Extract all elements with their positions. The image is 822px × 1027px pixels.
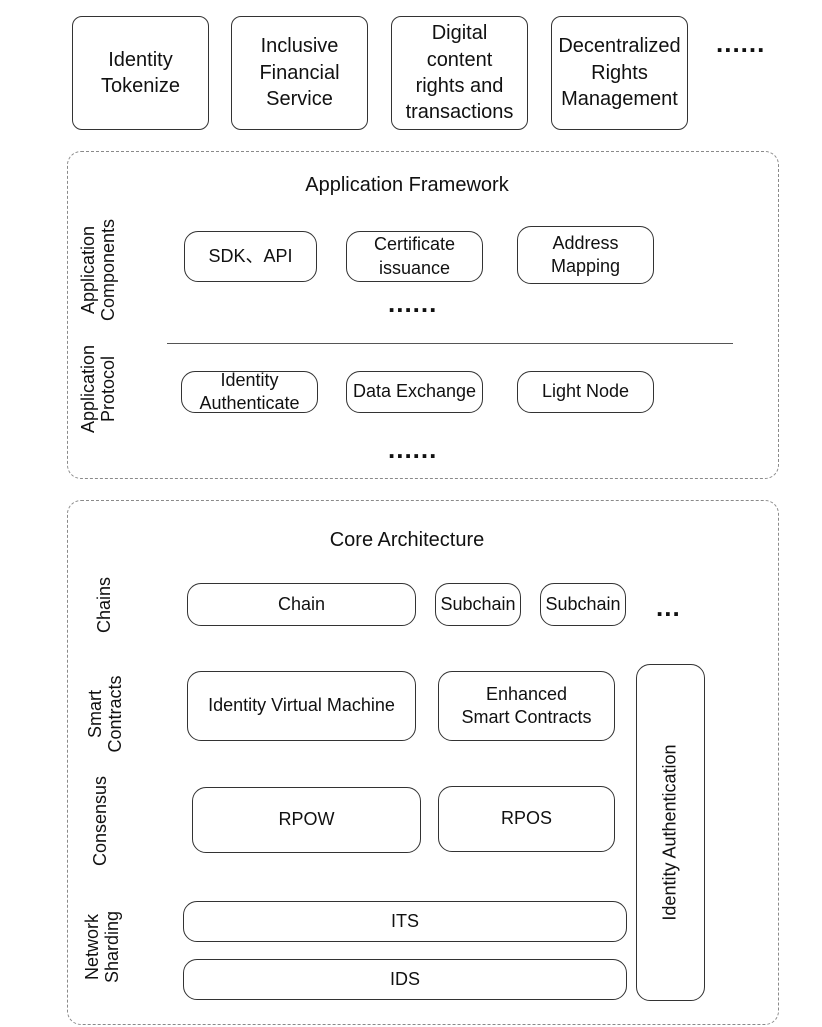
core-architecture-title: Core Architecture: [329, 529, 485, 551]
consensus-label: Consensus: [90, 775, 111, 867]
core-architecture-group: [67, 500, 779, 1025]
app-decentralized-rights-management: Decentralized Rights Management: [551, 16, 688, 130]
application-components-label: Application Components: [78, 218, 118, 322]
protocol-data-exchange: Data Exchange: [346, 371, 483, 413]
subchain-box-2: Subchain: [540, 583, 626, 626]
network-sharding-label: Network Sharding: [82, 910, 122, 984]
rpos-box: RPOS: [438, 786, 615, 852]
component-address-mapping: Address Mapping: [517, 226, 654, 284]
app-identity-tokenize: Identity Tokenize: [72, 16, 209, 130]
its-box: ITS: [183, 901, 627, 942]
applications-more-ellipsis: ......: [716, 28, 766, 58]
enhanced-smart-contracts-box: Enhanced Smart Contracts: [438, 671, 615, 741]
rpow-box: RPOW: [192, 787, 421, 853]
chains-label: Chains: [94, 576, 115, 634]
identity-authentication-box: Identity Authentication: [636, 664, 705, 1001]
application-framework-group: [67, 151, 779, 479]
component-certificate-issuance: Certificate issuance: [346, 231, 483, 282]
identity-authentication-label: Identity Authentication: [659, 744, 680, 921]
subchain-box-1: Subchain: [435, 583, 521, 626]
application-framework-title: Application Framework: [305, 174, 509, 196]
chains-more-ellipsis: ...: [656, 592, 681, 622]
component-sdk-api: SDK、API: [184, 231, 317, 282]
protocol-identity-authenticate: Identity Authenticate: [181, 370, 318, 413]
ids-box: IDS: [183, 959, 627, 1000]
protocol-light-node: Light Node: [517, 371, 654, 413]
smart-contracts-label: Smart Contracts: [85, 675, 125, 753]
components-more-ellipsis: ......: [388, 288, 438, 318]
app-inclusive-financial-service: Inclusive Financial Service: [231, 16, 368, 130]
identity-virtual-machine-box: Identity Virtual Machine: [187, 671, 416, 741]
protocol-more-ellipsis: ......: [388, 434, 438, 464]
chain-box: Chain: [187, 583, 416, 626]
framework-divider: [167, 343, 733, 344]
app-digital-content-rights: Digital content rights and transactions: [391, 16, 528, 130]
application-protocol-label: Application Protocol: [78, 344, 118, 434]
